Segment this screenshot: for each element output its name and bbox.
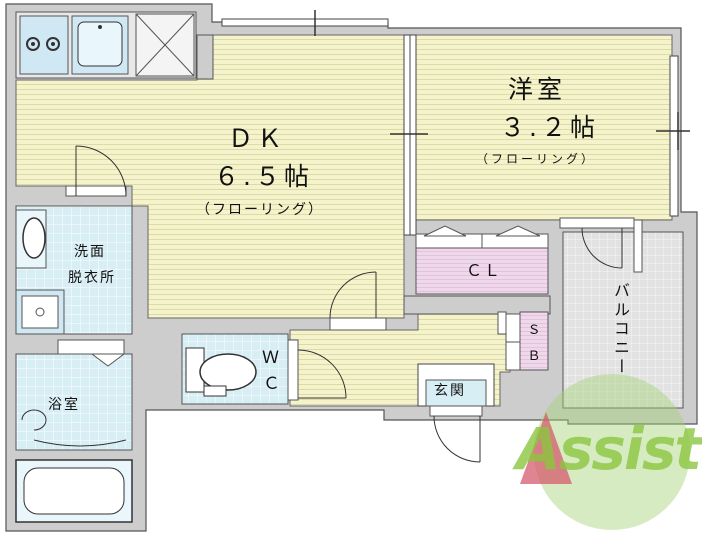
window-top xyxy=(221,18,389,27)
bathroom-label: 浴室 xyxy=(48,397,80,413)
closet-label: ＣＬ xyxy=(466,261,503,280)
western-room-floor xyxy=(415,34,673,221)
shoe-box xyxy=(519,311,549,371)
western-room-size: ３.２帖 xyxy=(500,113,599,142)
dk-floor-type: （フローリング） xyxy=(196,202,324,218)
logo-circle xyxy=(534,374,690,530)
wc-label-line2: Ｃ xyxy=(263,374,280,394)
dk-size: ６.５帖 xyxy=(214,162,313,191)
logo-text: Assist xyxy=(516,415,702,483)
bathroom-floor xyxy=(15,353,133,451)
balcony-label: バルコニー xyxy=(611,282,630,377)
washroom-label-line2: 脱衣所 xyxy=(68,270,116,286)
western-room-name: 洋室 xyxy=(508,75,567,104)
washroom-label-line1: 洗面 xyxy=(74,244,106,260)
western-room-floor-type: （フローリング） xyxy=(476,152,597,166)
balcony-floor xyxy=(562,231,684,409)
dk-name: ＤＫ xyxy=(228,124,287,153)
window-right xyxy=(669,55,679,217)
shoe-box-label: ＳＢ xyxy=(527,323,541,364)
toilet-bowl xyxy=(199,353,257,391)
logo-triangle xyxy=(520,412,572,484)
entrance-label: 玄関 xyxy=(434,383,466,399)
wc-label-line1: Ｗ xyxy=(262,348,279,368)
